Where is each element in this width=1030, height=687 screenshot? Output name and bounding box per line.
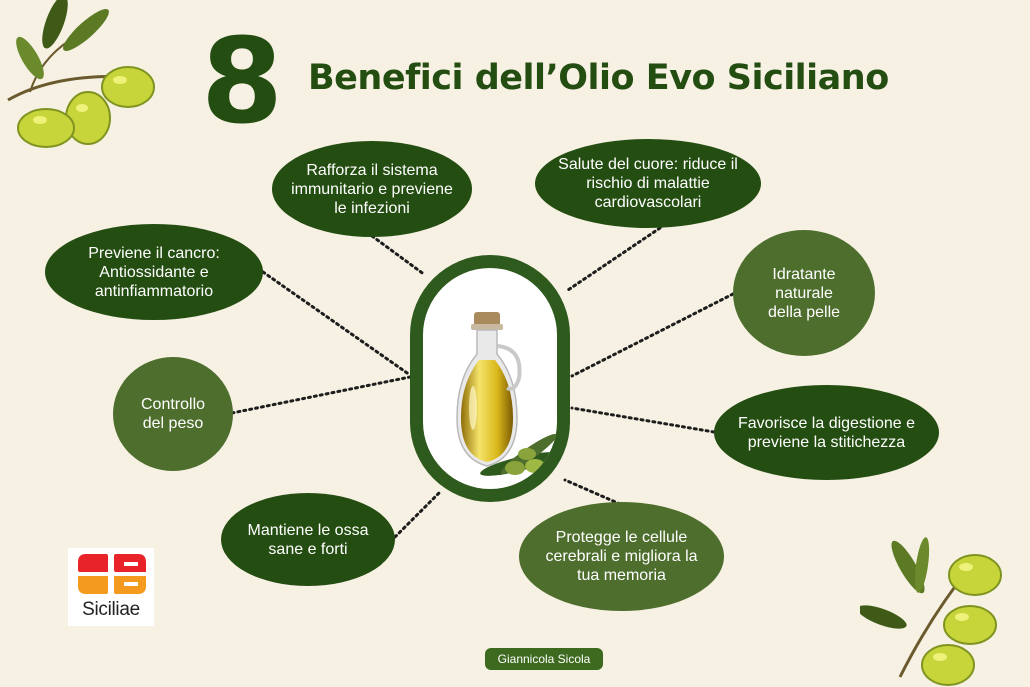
author-credit: Giannicola Sicola [485, 648, 603, 670]
benefit-bones: Mantiene le ossa sane e forti [221, 493, 395, 586]
benefit-skin: Idratante naturale della pelle [733, 230, 875, 356]
benefit-immunity: Rafforza il sistema immunitario e previe… [272, 141, 472, 237]
connector-heart [566, 226, 662, 292]
siciliae-logo: Siciliae [68, 548, 154, 626]
olive-branch-icon [7, 0, 155, 148]
benefit-weight: Controllo del peso [113, 357, 233, 471]
center-image [423, 268, 557, 489]
olive-oil-bottle-icon [456, 312, 557, 476]
benefit-heart: Salute del cuore: riduce il rischio di m… [535, 139, 761, 228]
connector-digestion [570, 406, 716, 434]
benefit-brain: Protegge le cellule cerebrali e migliora… [519, 502, 724, 611]
connector-skin [570, 292, 735, 378]
benefit-digestion: Favorisce la digestione e previene la st… [714, 385, 939, 480]
connector-immunity [370, 234, 427, 277]
benefit-cancer: Previene il cancro: Antiossidante e anti… [45, 224, 263, 320]
connector-cancer [261, 270, 412, 377]
olive-branch-icon [860, 537, 1002, 686]
connector-brain [563, 478, 622, 506]
benefit-count: 8 [200, 12, 284, 150]
page-title: Benefici dell’Olio Evo Siciliano [308, 58, 889, 98]
connector-bones [393, 490, 442, 539]
logo-text: Siciliae [82, 599, 140, 620]
siciliae-logo-icon [78, 554, 146, 594]
center-frame [410, 255, 570, 502]
connector-weight [230, 375, 412, 415]
